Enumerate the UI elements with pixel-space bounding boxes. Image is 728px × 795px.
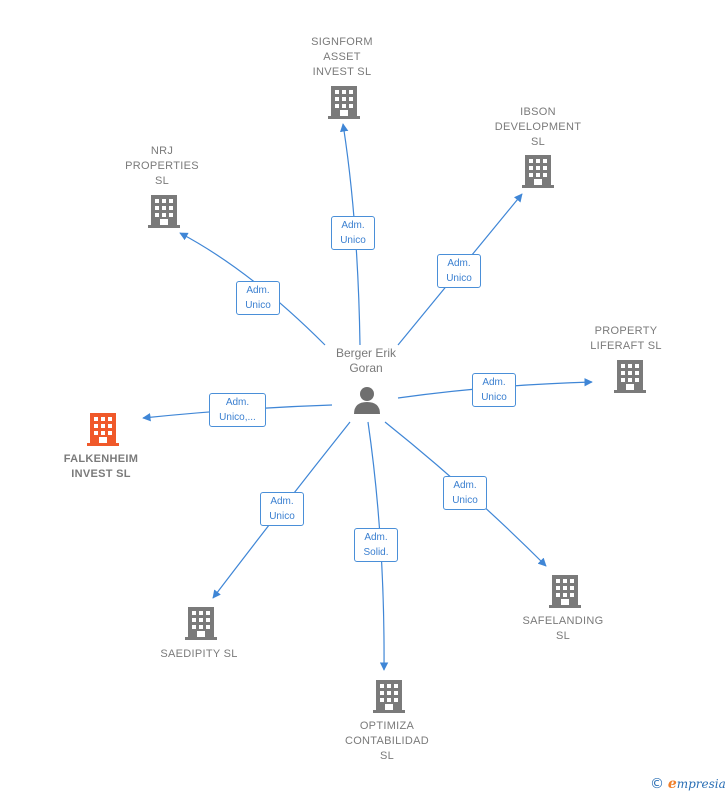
building-icon[interactable] [373,680,405,713]
building-icon[interactable] [328,86,360,119]
company-label-ibson[interactable]: IBSON DEVELOPMENT SL [494,106,582,148]
company-label-saedipity[interactable]: SAEDIPITY SL [160,648,238,660]
building-icon[interactable] [614,360,646,393]
role-badge-ibson[interactable]: Adm. Unico [437,254,481,288]
copyright-icon: © [650,776,664,792]
edge-nrj [179,232,326,346]
building-icon[interactable] [549,575,581,608]
role-badge-nrj[interactable]: Adm. Unico [236,281,280,315]
company-label-property[interactable]: PROPERTY LIFERAFT SL [590,325,662,352]
company-label-nrj[interactable]: NRJ PROPERTIES SL [125,145,199,187]
person-name[interactable]: Berger Erik Goran [335,346,397,375]
brand-initial: e [667,776,677,792]
brand-logo[interactable]: © empresia [650,776,726,792]
building-icon[interactable] [148,195,180,228]
role-badge-property[interactable]: Adm. Unico [472,373,516,407]
brand-name: mpresia [676,777,726,791]
person-icon[interactable] [354,387,380,414]
role-badge-signform[interactable]: Adm. Unico [331,216,375,250]
company-label-optimiza[interactable]: OPTIMIZA CONTABILIDAD SL [344,720,430,762]
company-label-falkenheim[interactable]: FALKENHEIM INVEST SL [63,453,139,480]
role-badge-falkenheim[interactable]: Adm. Unico,... [209,393,266,427]
role-badge-saedipity[interactable]: Adm. Unico [260,492,304,526]
building-icon[interactable] [87,413,119,446]
building-icon[interactable] [185,607,217,640]
role-badge-safelanding[interactable]: Adm. Unico [443,476,487,510]
building-icon[interactable] [522,155,554,188]
company-label-signform[interactable]: SIGNFORM ASSET INVEST SL [311,36,373,78]
role-badge-optimiza[interactable]: Adm. Solid. [354,528,398,562]
company-label-safelanding[interactable]: SAFELANDING SL [522,615,604,642]
